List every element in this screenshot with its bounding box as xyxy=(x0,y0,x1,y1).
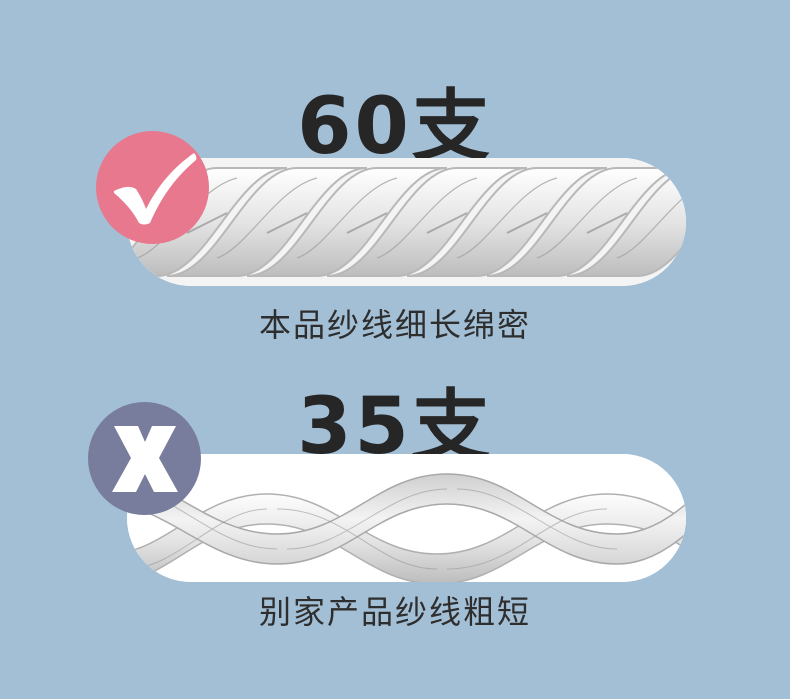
coarse-yarn-image xyxy=(127,454,686,582)
cross-mark-icon xyxy=(88,402,201,515)
fine-yarn-card xyxy=(127,158,686,286)
coarse-yarn-card xyxy=(127,454,686,582)
fine-yarn-panel: 60支 xyxy=(96,82,686,344)
check-mark-icon xyxy=(96,131,209,244)
coarse-yarn-panel: 35支 xyxy=(0,350,790,699)
fine-yarn-count: 60支 xyxy=(297,82,493,172)
fine-yarn-image xyxy=(127,158,686,286)
fine-yarn-caption: 本品纱线细长绵密 xyxy=(258,306,531,344)
coarse-yarn-count: 35支 xyxy=(297,382,493,472)
coarse-yarn-caption: 别家产品纱线粗短 xyxy=(258,593,531,631)
